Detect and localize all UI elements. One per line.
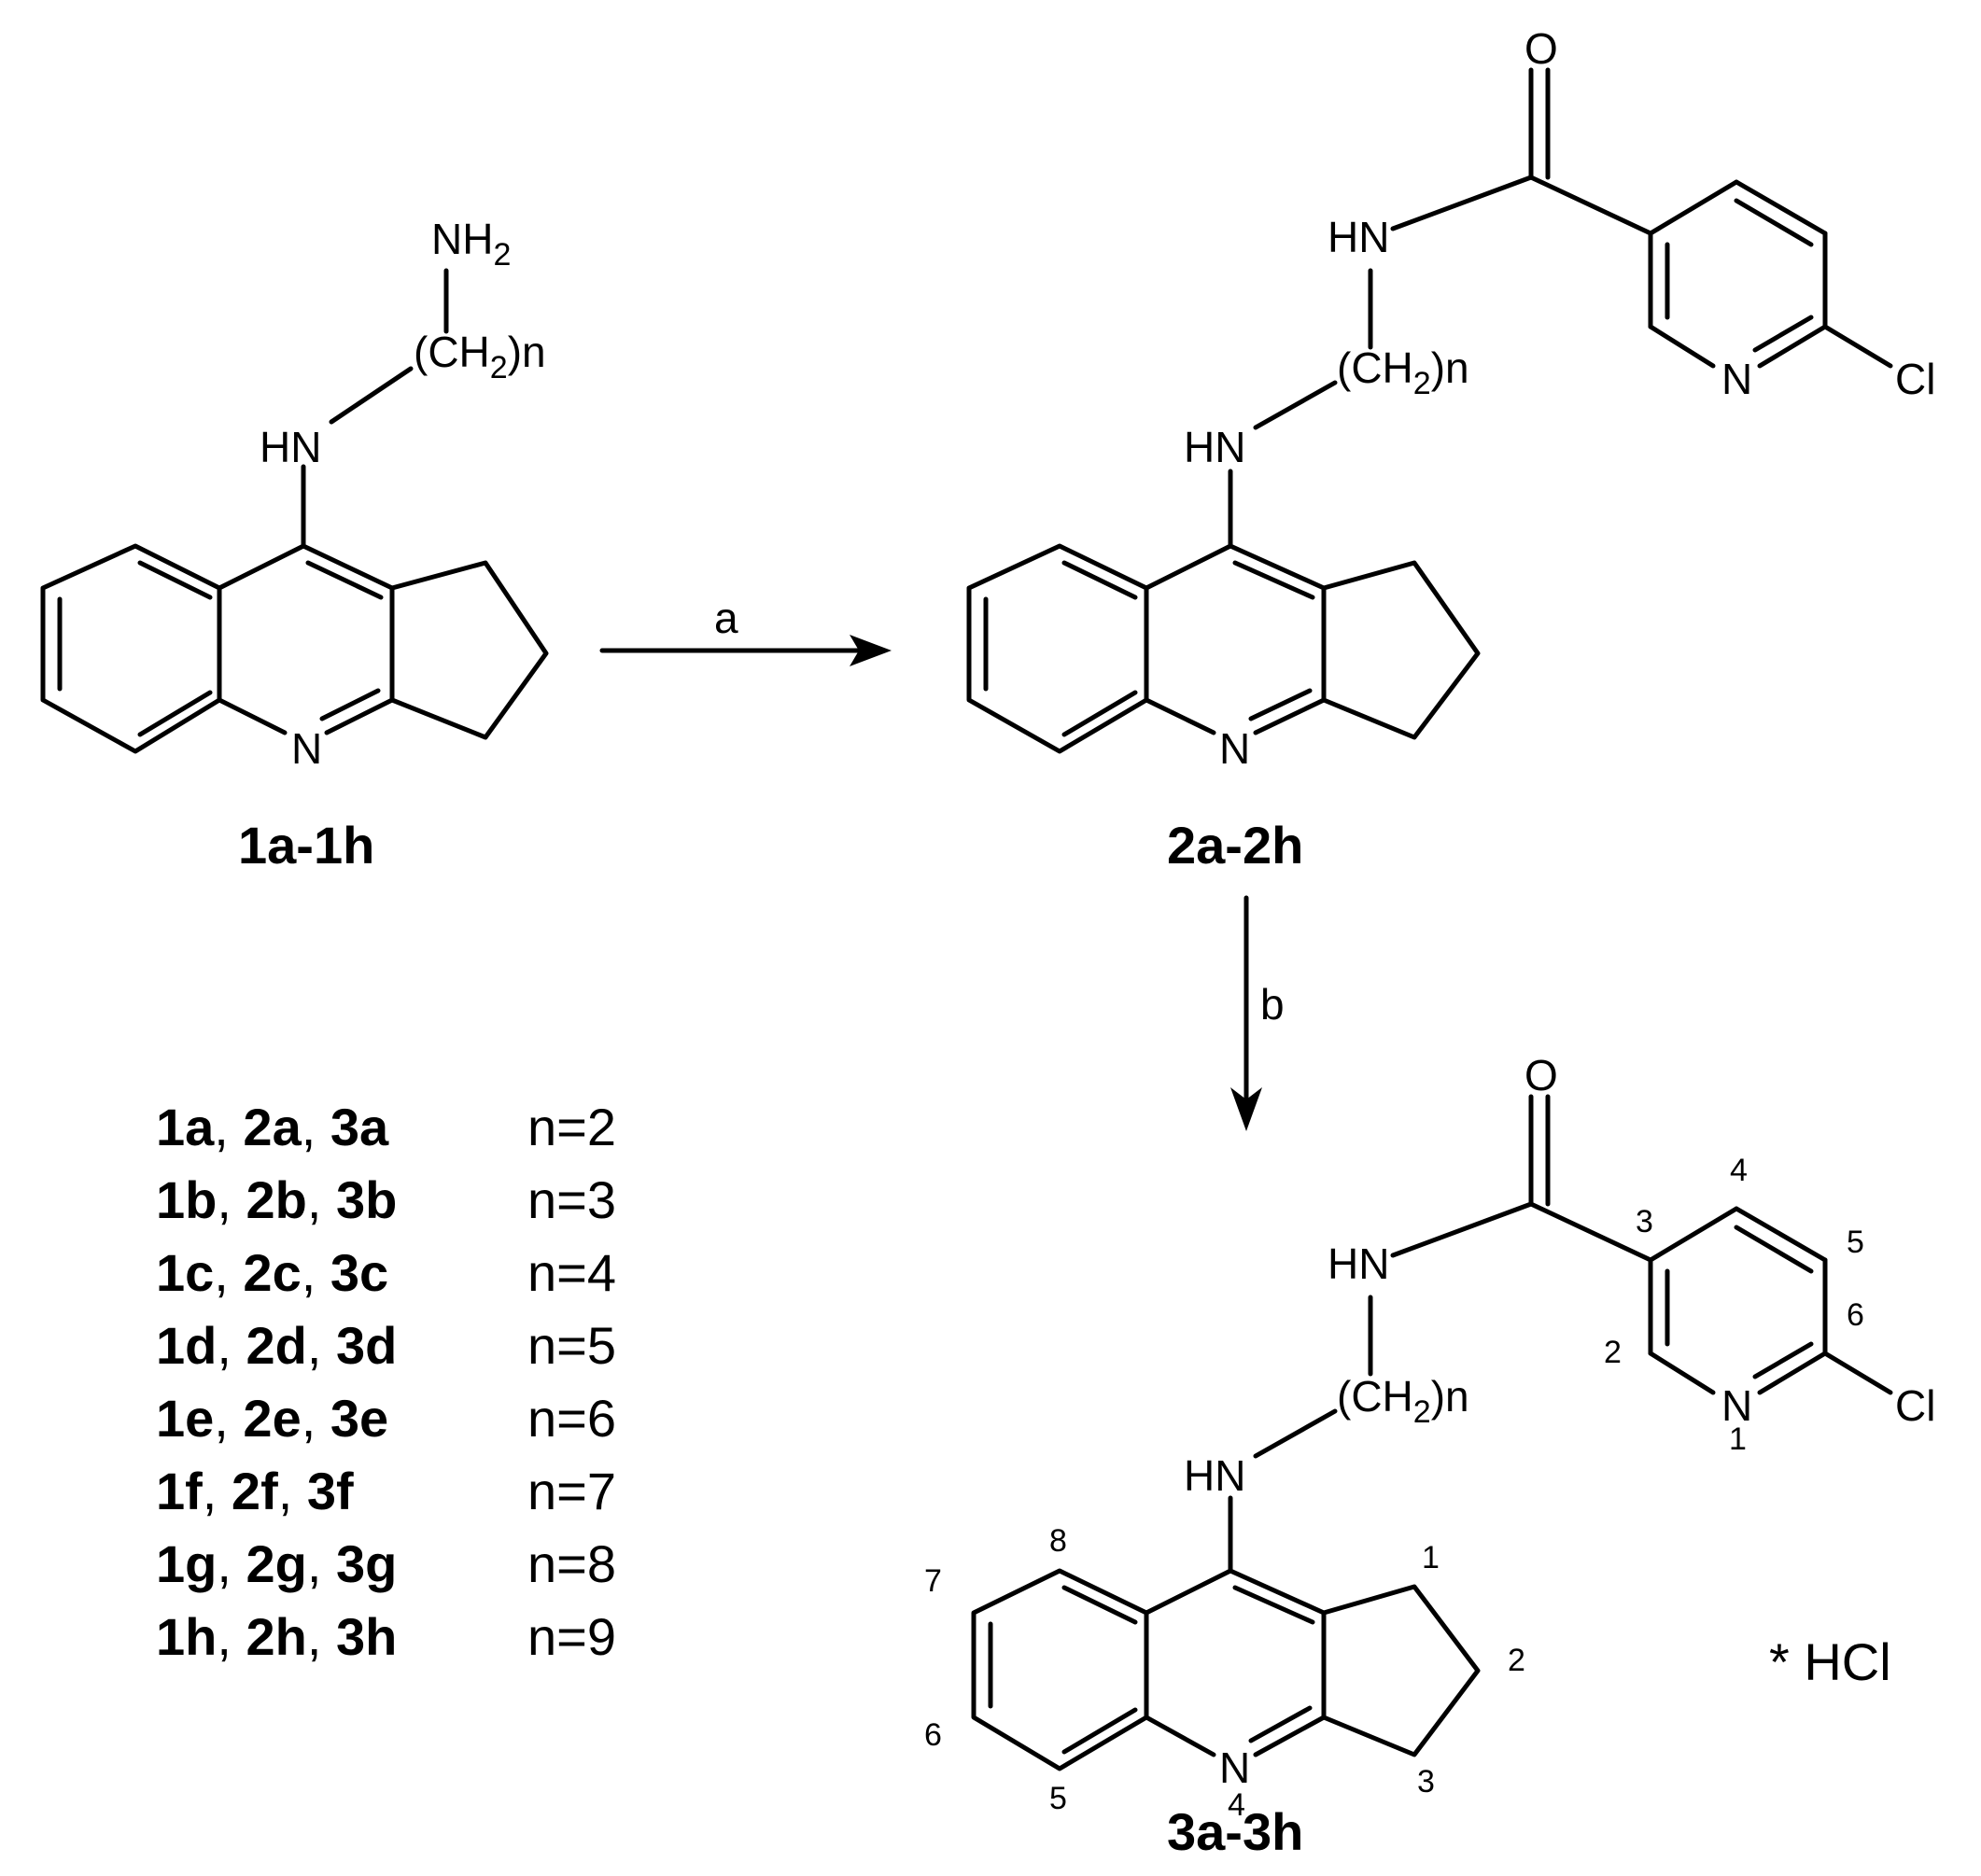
series-row-n-value: n=5 (527, 1316, 616, 1375)
series-row-n-value: n=8 (527, 1534, 616, 1593)
tacrine-numbering: 8 7 6 5 4 1 2 3 (924, 1523, 1525, 1823)
compound-series-table: 1a, 2a, 3a n=2 1b, 2b, 3b n=3 1c, 2c, 3c n=4 1… (156, 1098, 616, 1666)
series-compound-id: 3a (330, 1098, 389, 1156)
series-row-compounds: 1e, 2e, 3e (156, 1389, 388, 1448)
step-b-label: b (1260, 980, 1285, 1029)
series-compound-id: 1f (156, 1462, 203, 1520)
series-row-n-value: n=6 (527, 1389, 616, 1448)
pyridine-nitrogen-label: N (1721, 355, 1752, 403)
amine-hn-label: HN (1184, 1451, 1245, 1500)
series-row-compounds: 1g, 2g, 3g (156, 1534, 397, 1593)
series-row-compounds: 1c, 2c, 3c (156, 1243, 388, 1302)
position-8-label: 8 (1049, 1523, 1067, 1559)
series-compound-id: 2h (246, 1607, 306, 1666)
series-compound-id: 2b (246, 1170, 306, 1229)
series-compound-id: 3h (336, 1607, 397, 1666)
ring-nitrogen-label: N (291, 724, 322, 773)
series-row-compounds: 1b, 2b, 3b (156, 1170, 397, 1229)
position-3-label: 3 (1417, 1764, 1435, 1799)
pyridine-position-5-label: 5 (1847, 1225, 1864, 1260)
chlorine-label: Cl (1895, 355, 1935, 403)
series-row-n-value: n=9 (527, 1607, 616, 1666)
pyridine-numbering: 3 4 5 6 2 1 (1604, 1153, 1864, 1457)
series-row-compounds: 1h, 2h, 3h (156, 1607, 397, 1666)
series-row-n-value: n=2 (527, 1098, 616, 1156)
series-row-compounds: 1f, 2f, 3f (156, 1462, 354, 1520)
series-compound-id: 2a (243, 1098, 302, 1156)
series-row-n-value: n=4 (527, 1243, 616, 1302)
series-compound-id: 2f (232, 1462, 278, 1520)
series-compound-id: 3e (330, 1389, 388, 1448)
step-a-label: a (714, 594, 738, 642)
compound-1-structure: HN N (CH2)n NH2 1a-1h (40, 215, 549, 875)
chlorine-label: Cl (1895, 1381, 1935, 1430)
benzene-ring (40, 543, 222, 754)
pyridine-nitrogen-label: N (1721, 1381, 1752, 1430)
amide-hn-label: HN (1328, 213, 1389, 261)
amide-hn-label: HN (1328, 1239, 1389, 1288)
amine-hn-label: HN (260, 423, 321, 471)
pyridine-position-2-label: 2 (1604, 1335, 1622, 1370)
series-compound-id: 1c (156, 1243, 214, 1302)
series-compound-id: 2d (246, 1316, 306, 1375)
series-compound-id: 3f (307, 1462, 354, 1520)
pyridine-position-1-label: 1 (1729, 1421, 1747, 1457)
pyridine-position-4-label: 4 (1730, 1153, 1748, 1188)
position-1-label: 1 (1422, 1540, 1440, 1575)
series-compound-id: 1h (156, 1607, 217, 1666)
series-compound-id: 1g (156, 1534, 217, 1593)
compound-3-label: 3a-3h (1167, 1802, 1303, 1861)
series-compound-id: 3g (336, 1534, 397, 1593)
amine-hn-label: HN (1184, 423, 1245, 471)
benzene-ring (971, 1568, 1149, 1771)
series-compound-id: 1e (156, 1389, 214, 1448)
compound-3-structure: HN N (CH2)n HN O N Cl 8 7 6 5 4 1 2 3 3 … (924, 1051, 1935, 1861)
terminal-amine-label: NH2 (431, 215, 511, 273)
pyridine-position-3-label: 3 (1636, 1204, 1653, 1239)
pyridine-position-6-label: 6 (1847, 1297, 1864, 1333)
series-compound-id: 3d (336, 1316, 397, 1375)
compound-1-label: 1a-1h (238, 816, 374, 875)
series-compound-id: 1b (156, 1170, 217, 1229)
benzene-ring (966, 543, 1149, 754)
series-compound-id: 1d (156, 1316, 217, 1375)
ring-nitrogen-label: N (1219, 724, 1250, 773)
position-4-label: 4 (1228, 1787, 1245, 1823)
position-2-label: 2 (1508, 1643, 1525, 1678)
reaction-arrow-b: b (1230, 895, 1285, 1131)
hcl-salt-label: * HCl (1769, 1632, 1891, 1691)
position-5-label: 5 (1049, 1781, 1067, 1816)
methylene-chain-label: (CH2)n (1337, 1372, 1469, 1430)
position-6-label: 6 (924, 1717, 942, 1753)
series-compound-id: 3c (330, 1243, 388, 1302)
ring-nitrogen-label: N (1219, 1743, 1250, 1792)
methylene-chain-label: (CH2)n (1337, 343, 1469, 401)
compound-2-bonds (966, 67, 1893, 754)
series-compound-id: 3b (336, 1170, 397, 1229)
series-row-n-value: n=7 (527, 1462, 616, 1520)
compound-2-structure: HN N (CH2)n HN O N Cl 2a-2h (966, 24, 1935, 875)
carbonyl-oxygen-label: O (1524, 24, 1558, 73)
series-row-n-value: n=3 (527, 1170, 616, 1229)
compound-2-label: 2a-2h (1167, 816, 1303, 875)
series-compound-id: 1a (156, 1098, 215, 1156)
series-compound-id: 2c (243, 1243, 301, 1302)
compound-1-bonds (40, 268, 549, 754)
methylene-chain-label: (CH2)n (414, 328, 546, 385)
position-7-label: 7 (924, 1563, 942, 1599)
series-compound-id: 2g (246, 1534, 306, 1593)
series-row-compounds: 1a, 2a, 3a (156, 1098, 389, 1156)
reaction-arrow-a: a (599, 594, 892, 666)
series-compound-id: 2e (243, 1389, 301, 1448)
compound-3-bonds (971, 1094, 1893, 1771)
series-row-compounds: 1d, 2d, 3d (156, 1316, 397, 1375)
carbonyl-oxygen-label: O (1524, 1051, 1558, 1099)
